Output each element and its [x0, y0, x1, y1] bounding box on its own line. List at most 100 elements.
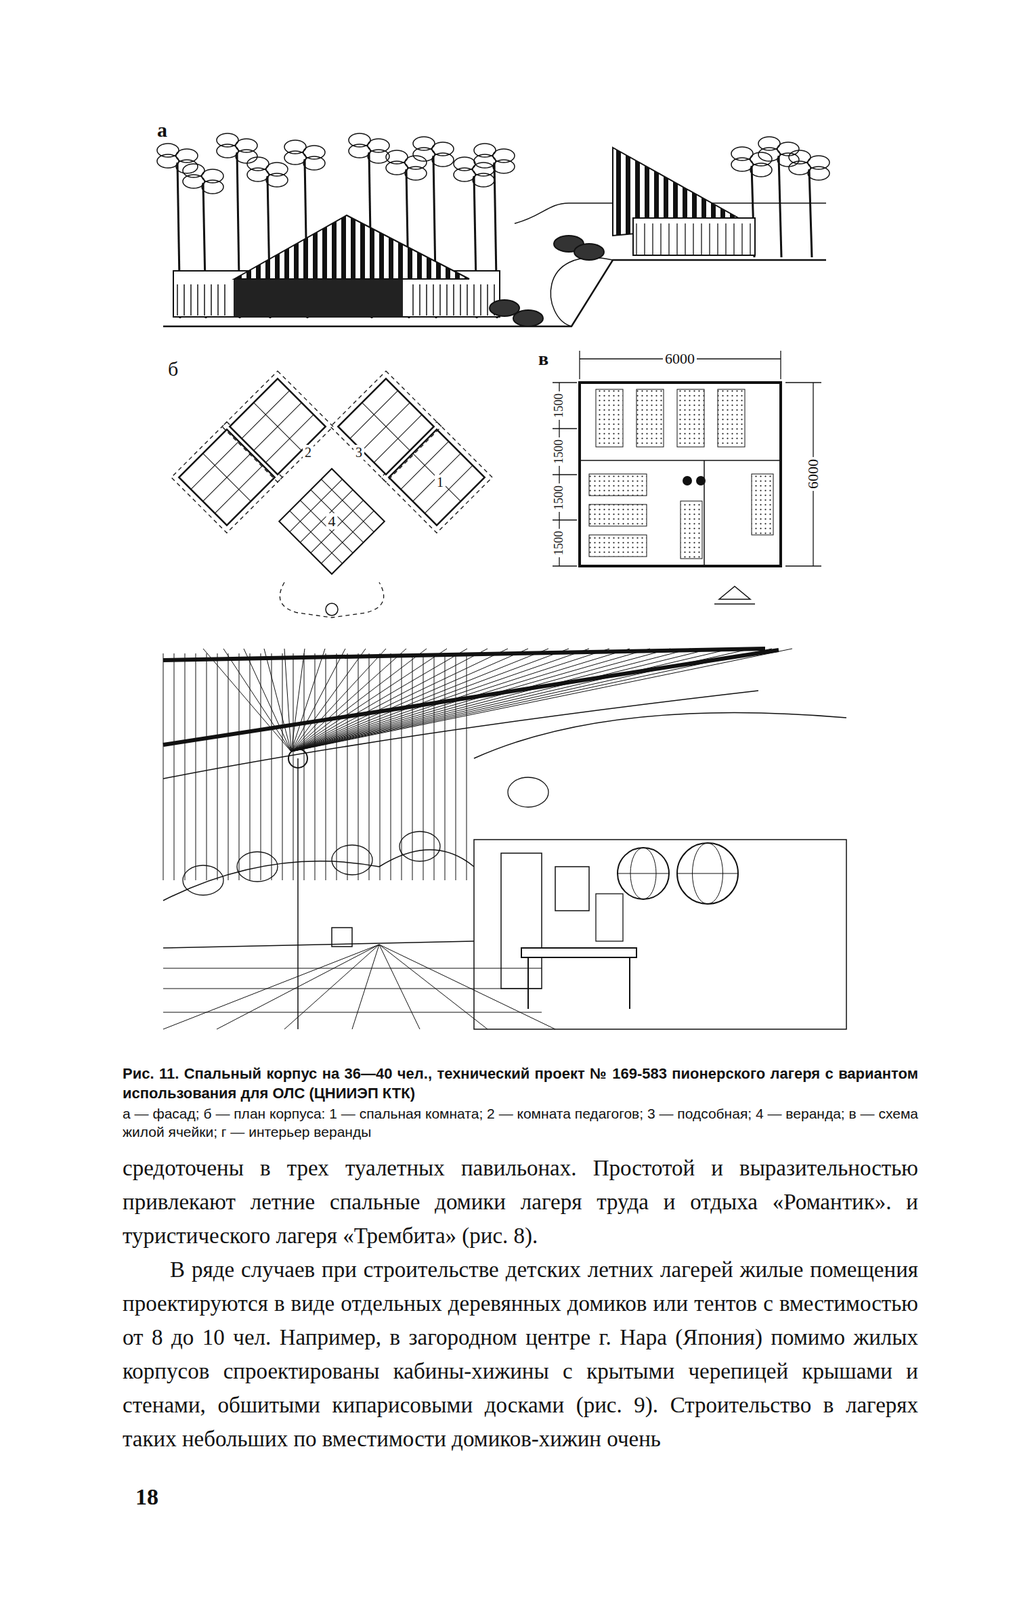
- partition: [703, 460, 705, 567]
- tent-wall: [434, 653, 435, 881]
- figure-key: а — фасад; б — план корпуса: 1 — спальна…: [122, 1104, 919, 1142]
- floor-grid: [310, 500, 364, 554]
- roof-seam: [223, 648, 292, 752]
- railing: [197, 284, 199, 316]
- roof-seam: [291, 648, 569, 752]
- entrance-mark: [714, 603, 755, 605]
- railing: [668, 223, 669, 256]
- bird-cage: [595, 893, 623, 942]
- roof-seam: [291, 648, 691, 752]
- tree-crown: [492, 159, 515, 174]
- floor-grid: [289, 479, 343, 533]
- tree-crown: [201, 169, 224, 183]
- tent-wall: [314, 653, 316, 881]
- dimension: 1500: [552, 391, 567, 420]
- tree-crown: [473, 154, 496, 168]
- callout-number: 2: [302, 444, 314, 460]
- frame: [163, 644, 847, 1031]
- path-dashed: [279, 582, 384, 618]
- partition: [362, 402, 411, 451]
- partition: [413, 453, 462, 502]
- bed: [595, 389, 623, 447]
- dimension-tick: [552, 473, 577, 475]
- railing: [749, 223, 751, 256]
- railing: [439, 284, 441, 316]
- outline-dashed: [330, 371, 442, 483]
- roof-seam: [264, 648, 292, 752]
- railing: [473, 284, 475, 316]
- tree-crown: [303, 156, 326, 170]
- floor-grid: [310, 489, 364, 543]
- railing: [210, 284, 212, 316]
- globe-parallel: [617, 873, 669, 875]
- shrub: [513, 310, 544, 327]
- railing: [643, 223, 645, 256]
- tree: [507, 777, 549, 808]
- picture: [555, 866, 590, 911]
- tree-crown: [788, 150, 811, 164]
- tree-crown: [182, 174, 205, 189]
- tent-wall: [379, 653, 381, 881]
- wall: [473, 839, 847, 1030]
- roof-seam: [291, 648, 651, 752]
- railing: [700, 223, 702, 256]
- tree-crown: [385, 150, 408, 164]
- tree-crown: [750, 163, 772, 177]
- bed: [636, 389, 664, 447]
- railing: [224, 284, 226, 316]
- floor-line: [352, 944, 380, 1030]
- railing: [725, 223, 726, 256]
- tent-wall: [163, 653, 164, 881]
- partition: [362, 402, 411, 451]
- hook: [682, 476, 693, 486]
- railing: [635, 223, 637, 256]
- terrace-edge: [163, 941, 474, 948]
- floor-line: [163, 944, 380, 1030]
- tent-wall: [336, 653, 338, 881]
- building-shade: [233, 278, 403, 317]
- tree-crown: [266, 173, 288, 187]
- tent-wall: [206, 653, 208, 881]
- tent-wall: [260, 653, 262, 881]
- railing: [486, 284, 489, 316]
- dimension-tick: [552, 427, 577, 429]
- tent-wall: [184, 653, 186, 881]
- tree-crown: [404, 155, 427, 170]
- tree: [399, 831, 441, 862]
- bed: [589, 504, 647, 527]
- shrub: [325, 603, 338, 616]
- beam: [163, 648, 766, 661]
- roof-seam: [291, 648, 711, 752]
- tree: [236, 851, 278, 882]
- dimension-tick: [785, 565, 822, 567]
- dimension-tick: [578, 350, 580, 380]
- railing: [183, 284, 185, 316]
- tent-wall: [195, 653, 197, 881]
- tent-wall: [325, 653, 327, 881]
- tent-wall: [239, 653, 240, 881]
- wing-block: [222, 371, 334, 483]
- page-number: 18: [135, 1484, 159, 1510]
- tree-crown: [176, 148, 198, 163]
- tree-crown: [284, 140, 307, 154]
- tree-crown: [731, 157, 753, 172]
- tent-wall: [271, 653, 273, 881]
- tree: [182, 865, 224, 896]
- partition: [413, 453, 462, 502]
- railing: [708, 223, 710, 256]
- dimension-tick: [552, 565, 577, 567]
- tree-crown: [284, 150, 307, 165]
- floor-line: [163, 968, 542, 969]
- roof-seam: [291, 648, 793, 752]
- railing: [684, 223, 686, 256]
- dimension: 6000: [662, 350, 697, 367]
- floor-grid: [299, 489, 353, 543]
- tree-crown: [453, 157, 476, 171]
- floor-grid: [320, 479, 374, 533]
- panel-letter: в: [538, 348, 549, 370]
- floor-grid: [289, 510, 343, 564]
- tree-crown: [758, 136, 781, 151]
- tree-crown: [758, 147, 781, 162]
- railing: [741, 223, 743, 256]
